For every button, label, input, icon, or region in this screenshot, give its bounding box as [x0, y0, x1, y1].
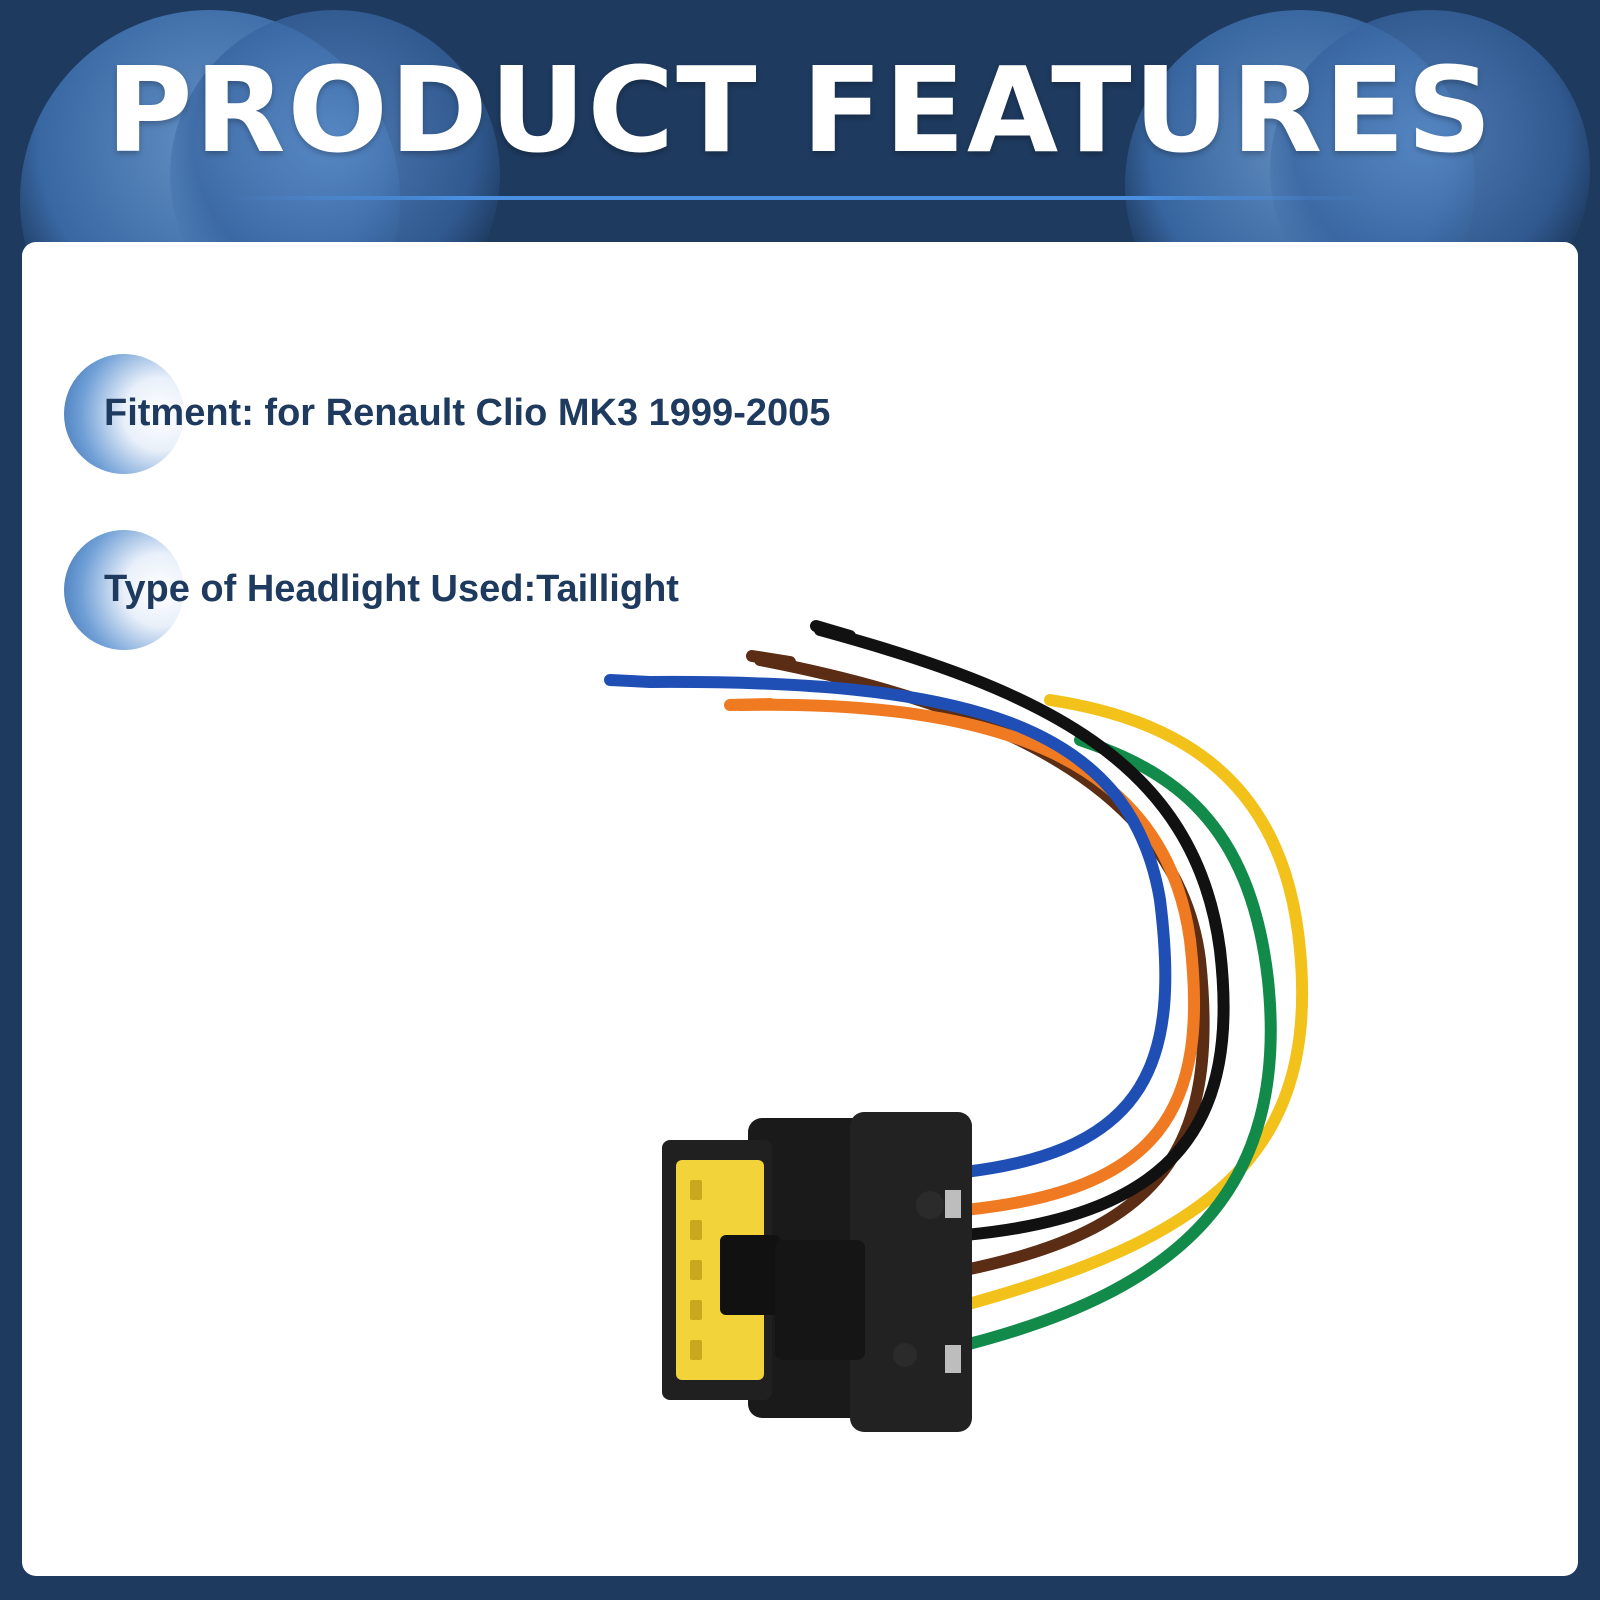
bullet-circle-icon [64, 354, 184, 474]
feature-text: Fitment: for Renault Clio MK3 1999-2005 [104, 392, 831, 434]
feature-text: Type of Headlight Used:Taillight [104, 568, 679, 610]
feature-item-headlight-type: Type of Headlight Used:Taillight [64, 530, 1064, 650]
feature-item-fitment: Fitment: for Renault Clio MK3 1999-2005 [64, 354, 1064, 474]
bullet-circle-icon [64, 530, 184, 650]
page-title: PRODUCT FEATURES [106, 41, 1494, 179]
title-underline [230, 196, 1370, 200]
feature-card: Fitment: for Renault Clio MK3 1999-2005 … [22, 242, 1578, 1576]
